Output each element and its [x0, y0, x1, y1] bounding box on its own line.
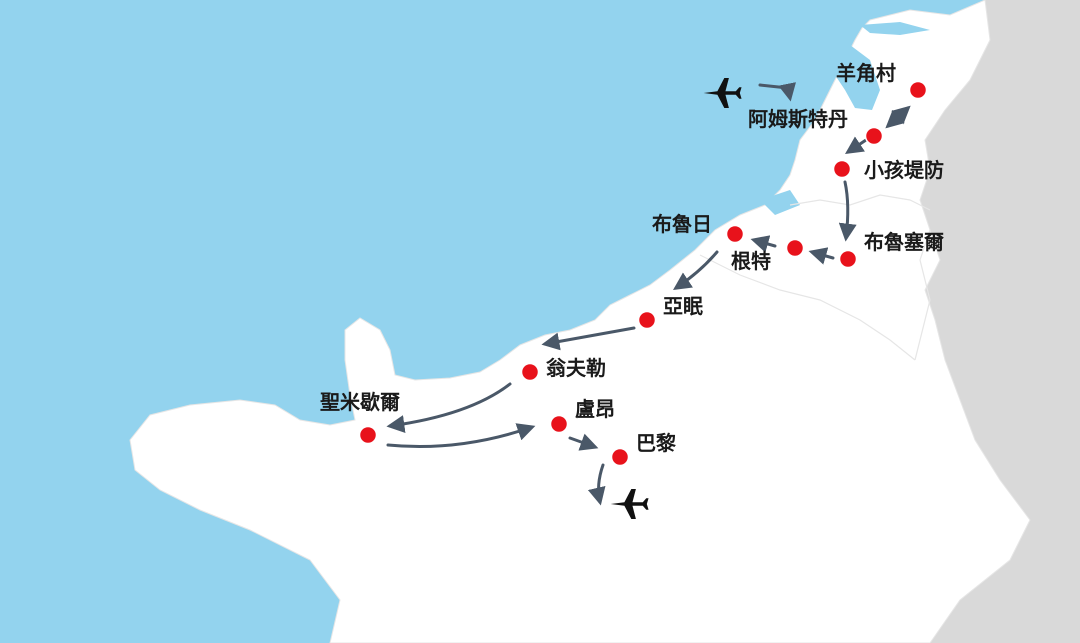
route-arrow-amsterdam-giethoorn [885, 105, 911, 129]
city-label-brugge: 布魯日 [652, 212, 712, 236]
city-label-mont-saint-michel: 聖米歇爾 [320, 390, 400, 414]
city-label-bruxelles: 布魯塞爾 [864, 230, 944, 254]
route-arrow-amsterdam-kinderdijk [845, 136, 868, 154]
land-mass [129, 0, 1031, 643]
border-be-de [914, 229, 931, 361]
city-label-paris: 巴黎 [636, 431, 676, 455]
city-label-amiens: 亞眠 [663, 294, 703, 318]
city-dot-rouen [549, 414, 569, 434]
route-arrow-msm-rouen [386, 423, 536, 449]
neighbor-land [920, 0, 1080, 643]
city-label-amsterdam: 阿姆斯特丹 [748, 107, 848, 131]
city-dot-kinderdijk [832, 159, 852, 179]
city-dot-amsterdam [864, 126, 884, 146]
wadden-water [860, 22, 930, 35]
route-arrow-departure [587, 463, 606, 506]
city-dot-mont-saint-michel [358, 425, 378, 445]
city-dot-bruxelles [838, 249, 858, 269]
city-label-gent: 根特 [731, 249, 771, 273]
city-dot-paris [610, 447, 630, 467]
route-arrow-honfleur-msm [386, 382, 512, 433]
city-dot-gent [785, 238, 805, 258]
city-label-honfleur: 翁夫勒 [546, 356, 606, 380]
city-dot-amiens [637, 310, 657, 330]
zeeland-water [760, 190, 800, 215]
route-arrow-arrival [758, 82, 797, 102]
city-label-kinderdijk: 小孩堤防 [864, 158, 944, 182]
city-label-rouen: 盧昂 [575, 397, 615, 421]
border-be-fr [699, 254, 916, 361]
border-nl-be [789, 194, 931, 211]
airplane-icon [703, 78, 742, 108]
city-dot-brugge [725, 224, 745, 244]
city-dot-giethoorn [908, 80, 928, 100]
route-arrow-kinderdijk-bruxelles [838, 180, 857, 242]
ijsselmeer [830, 45, 880, 110]
city-dot-honfleur [520, 362, 540, 382]
airplane-icon [610, 489, 649, 519]
route-arrow-gent-brugge [750, 235, 777, 253]
route-arrow-amiens-honfleur [541, 326, 636, 351]
route-arrow-bruxelles-gent [808, 247, 835, 265]
route-arrow-brugge-amiens [673, 250, 719, 290]
city-label-giethoorn: 羊角村 [836, 61, 896, 85]
route-arrow-rouen-paris [568, 433, 599, 451]
